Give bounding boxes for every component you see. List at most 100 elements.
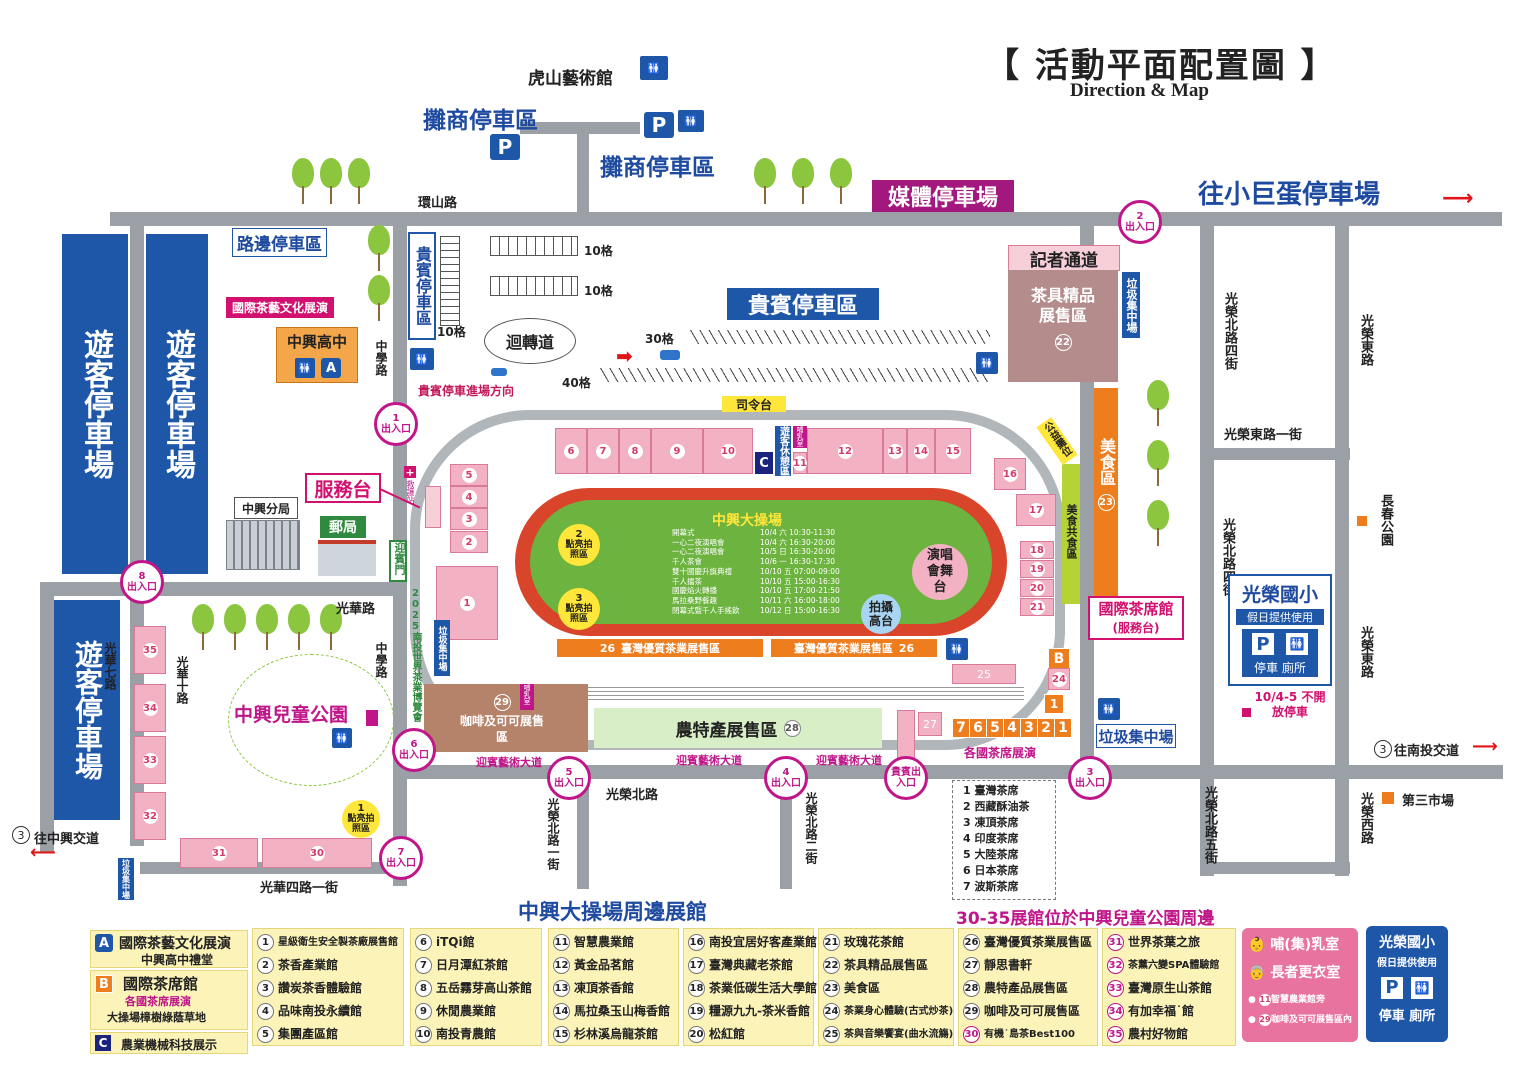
label-roadside-parking: 路邊停車區 (232, 228, 327, 257)
tea-booth-7: 7 (952, 718, 970, 738)
tea-seat-item: 6 日本茶席 (963, 864, 1019, 877)
vip-parking-vertical: 貴賓停車區 (408, 232, 436, 340)
tree-icon (190, 604, 216, 650)
tea-seat-item: 3 凍頂茶席 (963, 816, 1019, 829)
booth-no: 32 (142, 808, 158, 824)
tree-icon (1145, 380, 1171, 426)
booth-20: 20 (1020, 579, 1054, 597)
road-top-branch-1 (577, 122, 589, 212)
label-expo-side: 2025南投世界茶業博覽會 (410, 588, 421, 722)
booth-14: 14 (907, 428, 935, 474)
booth-no: 34 (142, 700, 158, 716)
label-holiday-use: 假日提供使用 (1236, 609, 1324, 625)
booth-5: 5 (450, 464, 488, 486)
label-post-office: 郵局 (320, 516, 366, 538)
park-marker (366, 710, 378, 726)
tree-icon (366, 275, 392, 321)
label-welcome-ave-2: 迎賓藝術大道 (676, 754, 742, 767)
police-building-icon (226, 520, 300, 570)
gate-3-small-icon: 3 (12, 826, 30, 844)
nursing-room: 哺乳室 (793, 426, 807, 448)
booth-no: 16 (1002, 466, 1018, 482)
tourist-parking-3: 遊客停車場 (54, 600, 120, 820)
tree-icon (1145, 500, 1171, 546)
park-marker (1357, 516, 1367, 526)
label-cap-10a: 10格 (437, 325, 466, 339)
gate-vip[interactable]: 貴賓出入口 (884, 756, 928, 800)
tea-seat-item: 7 波斯茶席 (963, 880, 1019, 893)
tea-seat-item: 5 大陸茶席 (963, 848, 1019, 861)
label-changchun-park: 長春公園 (1378, 494, 1393, 546)
parking-icon: P (490, 134, 520, 160)
market-marker (1382, 792, 1394, 804)
label-cap-40: 40格 (562, 376, 591, 390)
tree-icon (1145, 440, 1171, 486)
label-guangrong-w: 光榮西路 (1358, 792, 1373, 844)
label-parking-wc: 停車 廁所 (1254, 661, 1306, 675)
booth-no: 33 (142, 752, 158, 768)
restroom-icon: 🚻 (332, 728, 352, 748)
label-guanghua-10: 光華十路 (175, 656, 189, 704)
closed-marker (1242, 708, 1251, 717)
tree-icon (828, 158, 854, 204)
label-service-desk: 服務台 (305, 473, 381, 503)
tree-icon (318, 604, 344, 650)
booth-no: 18 (1029, 542, 1045, 558)
booth-3: 3 (450, 508, 488, 530)
road-guangrong-north-2 (780, 779, 792, 889)
booth-no: 17 (1028, 502, 1044, 518)
booth-no: 7 (595, 443, 611, 459)
label-vendor-parking-2: 攤商停車區 (600, 155, 715, 181)
label-third-market: 第三市場 (1402, 794, 1455, 809)
turnaround-road: 迴轉道 (484, 318, 576, 364)
tourist-parking-1: 遊客停車場 (62, 234, 128, 574)
booth-no: 2 (461, 534, 477, 550)
tourist-parking-2: 遊客停車場 (146, 234, 208, 574)
tree-icon (790, 158, 816, 204)
restroom-icon: 🚻 (1411, 977, 1433, 999)
agri-hall: 農特產展售區 28 (594, 708, 882, 748)
label-police: 中興分局 (234, 497, 298, 519)
booth-12: 12 (807, 428, 883, 474)
booth-15: 15 (935, 428, 971, 474)
map-title: 【 活動平面配置圖 】 (985, 46, 1337, 86)
booth-no: 12 (837, 443, 853, 459)
booth-24: 24 (1048, 668, 1070, 690)
tea-booth-4: 4 (1003, 718, 1021, 738)
label-intl-tea-art-show: 國際茶藝文化展演 (226, 297, 335, 318)
kids-park-area (228, 654, 394, 786)
booth-no: 4 (1007, 720, 1017, 736)
booth-30: 30 (262, 838, 372, 868)
booth-11: 11 (793, 452, 807, 474)
road-right-h1 (1200, 448, 1350, 460)
booth-no: 1 (1058, 720, 1068, 736)
booth-no: 2 (1041, 720, 1051, 736)
post-office-building-icon (318, 540, 376, 576)
visitor-rest-area: 遊客休憩區 (775, 426, 791, 476)
trash-small: 垃圾集中場 (434, 620, 450, 676)
label-to-zhongxing-ic: 往中興交道 (34, 832, 100, 847)
label-vip-entry-dir: 貴賓停車進場方向 (418, 384, 515, 398)
